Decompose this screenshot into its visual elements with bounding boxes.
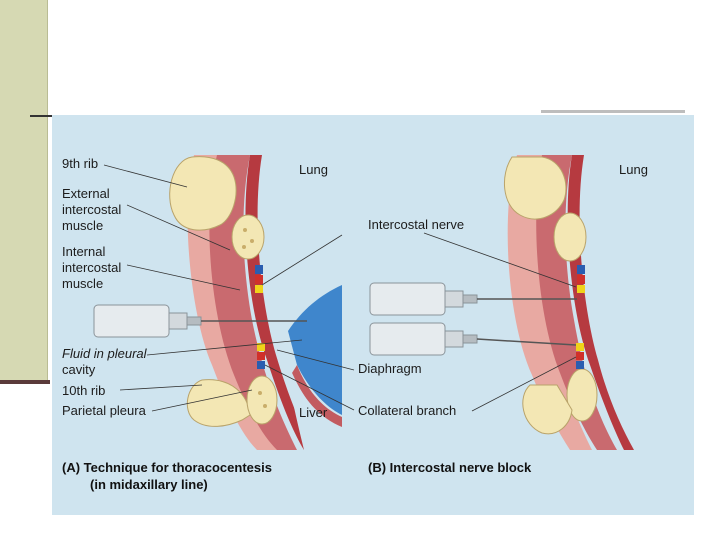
label-external-intercostal-3: muscle [62, 218, 103, 233]
bone-marrow-dot [242, 245, 246, 249]
syringe-barrel [369, 322, 446, 356]
leader-lines-a [103, 164, 303, 412]
pleura-b [567, 155, 634, 450]
syringe-tip [186, 316, 202, 326]
syringe-hub [444, 330, 464, 348]
needle [476, 338, 577, 346]
diaphragm-a [292, 365, 342, 427]
label-external-intercostal-2: intercostal [62, 202, 121, 217]
caption-a-line1: (A) Technique for thoracocentesis [62, 460, 272, 475]
anatomy-figure: 9th rib External intercostal muscle Inte… [52, 115, 694, 515]
collateral-vein-a [257, 361, 265, 369]
panel-a: 9th rib External intercostal muscle Inte… [62, 155, 342, 492]
label-lung-a: Lung [299, 162, 328, 177]
intercostal-artery-b [577, 275, 585, 284]
intercostal-vein-a [255, 265, 263, 274]
syringe-a [93, 304, 307, 338]
parietal-pleura-a [245, 155, 314, 450]
label-internal-intercostal-2: intercostal [62, 260, 121, 275]
pleural-fluid [288, 285, 342, 415]
syringe-hub [168, 312, 188, 330]
intercostal-muscle-a [209, 155, 297, 450]
leader-lines-b [261, 232, 577, 412]
bone-marrow-dot [243, 228, 247, 232]
syringe-barrel [369, 282, 446, 316]
syringe-tip [462, 294, 478, 304]
intercostal-nerve-a [255, 285, 263, 293]
collateral-artery-a [257, 352, 265, 360]
intercostal-artery-a [255, 275, 263, 284]
label-fluid-pleural-1: Fluid in pleural [62, 346, 148, 361]
rib-9 [169, 156, 237, 231]
label-internal-intercostal-3: muscle [62, 276, 103, 291]
caption-b: (B) Intercostal nerve block [368, 460, 532, 475]
rib-10-cross-section [246, 375, 278, 425]
label-liver: Liver [299, 405, 328, 420]
collateral-artery-b [576, 352, 584, 360]
bone-marrow-dot [250, 239, 254, 243]
slide-left-strip [0, 0, 48, 383]
title-rule-left [30, 115, 52, 117]
panel-b: Lung Intercostal nerve Diaphragm Collate… [261, 155, 648, 475]
intercostal-vein-b [577, 265, 585, 274]
anatomy-figure-svg: 9th rib External intercostal muscle Inte… [62, 155, 648, 492]
label-diaphragm: Diaphragm [358, 361, 422, 376]
label-collateral-branch: Collateral branch [358, 403, 456, 418]
bone-marrow-dot [263, 404, 267, 408]
rib-9-cross-section [231, 214, 265, 260]
lung-region-a [262, 155, 342, 330]
syringe-hub [444, 290, 464, 308]
collateral-nerve-a [257, 343, 265, 351]
label-intercostal-nerve: Intercostal nerve [368, 217, 464, 232]
lower-rib-outer-b [522, 384, 573, 435]
label-internal-intercostal-1: Internal [62, 244, 105, 259]
syringe-barrel [93, 304, 170, 338]
liver-region [288, 373, 342, 450]
label-lung-b: Lung [619, 162, 648, 177]
upper-rib-outer-b [503, 156, 567, 220]
collateral-vein-b [576, 361, 584, 369]
bone-marrow-dot [258, 391, 262, 395]
upper-rib-b [553, 212, 587, 262]
syringe-tip [462, 334, 478, 344]
caption-a-line2: (in midaxillary line) [90, 477, 208, 492]
syringe-b-lower [369, 322, 577, 356]
slide-left-rule [0, 380, 50, 384]
label-external-intercostal-1: External [62, 186, 110, 201]
collateral-nerve-b [576, 343, 584, 351]
label-9th-rib: 9th rib [62, 156, 98, 171]
label-fluid-pleural-2: cavity [62, 362, 96, 377]
syringe-b-upper [369, 282, 577, 316]
label-parietal-pleura: Parietal pleura [62, 403, 147, 418]
label-10th-rib: 10th rib [62, 383, 105, 398]
intercostal-nerve-b [577, 285, 585, 293]
rib-10 [186, 379, 251, 427]
chest-wall-skin-b [507, 155, 592, 450]
title-rule-right [541, 110, 685, 113]
